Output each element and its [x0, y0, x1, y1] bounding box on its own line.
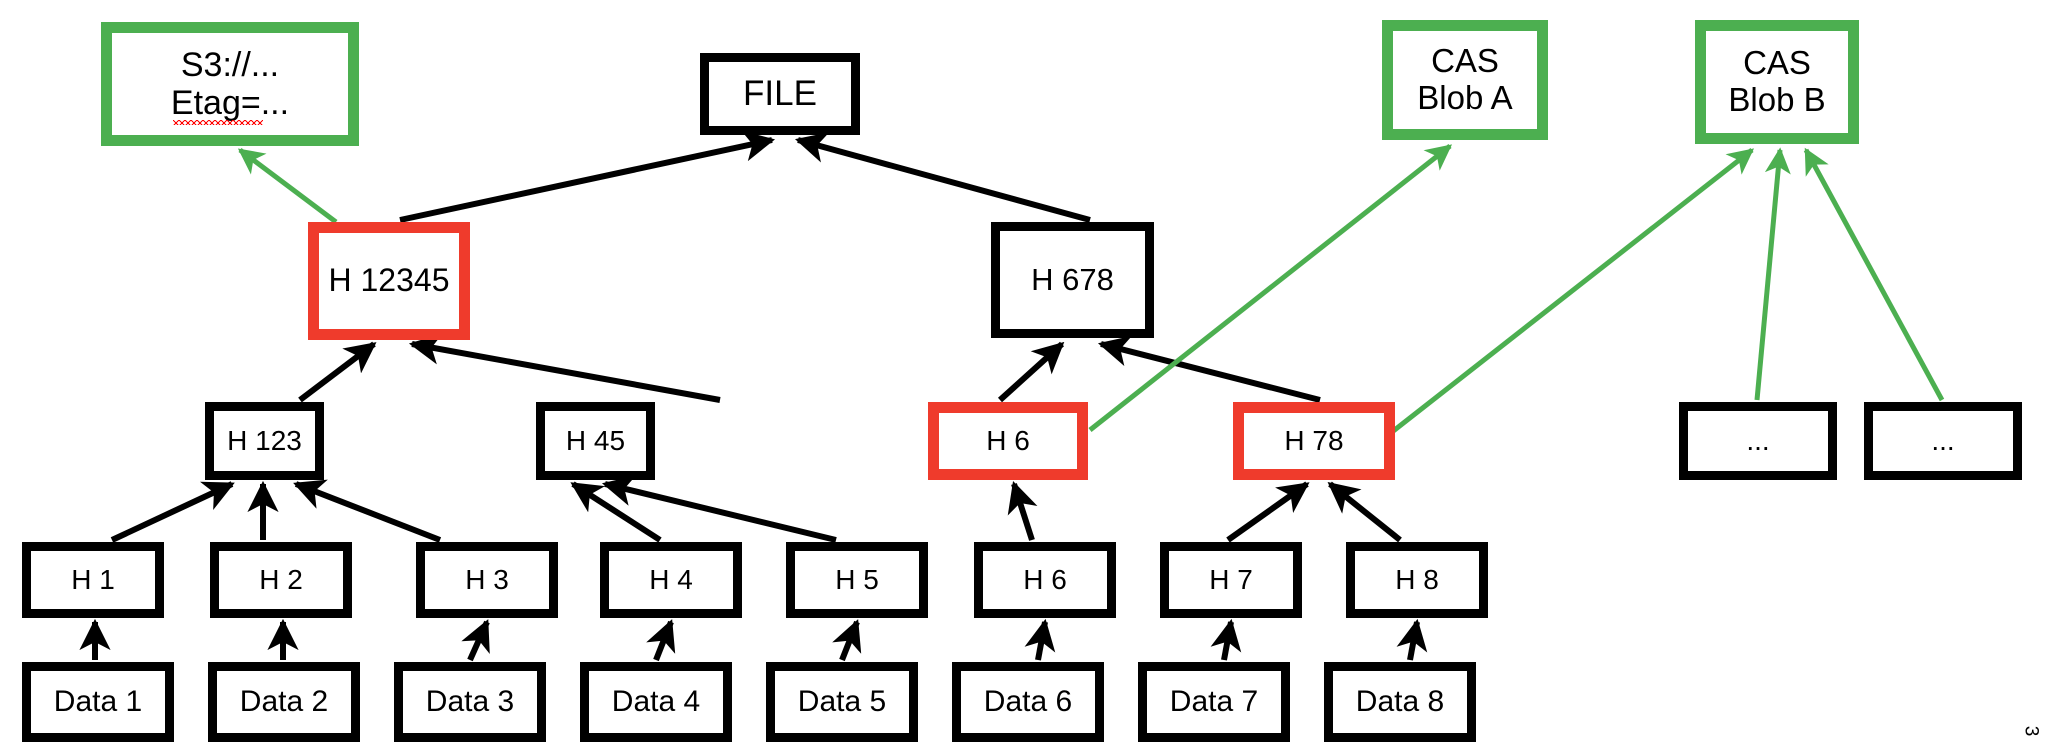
node-label-casb: CAS Blob B	[1728, 44, 1826, 118]
edge-h12345-to-file	[399, 130, 776, 223]
node-h12345[interactable]: H 12345	[308, 222, 470, 340]
node-h123[interactable]: H 123	[205, 402, 324, 480]
node-label-h2: H 2	[259, 564, 303, 596]
edge-data7-to-h7	[1210, 618, 1242, 661]
node-label-h4: H 4	[649, 564, 693, 596]
node-data2[interactable]: Data 2	[208, 662, 360, 742]
edge-h12345-to-s3	[237, 148, 338, 224]
spellcheck-underline: Etag=...	[170, 84, 290, 126]
edge-h45-to-h12345	[408, 333, 721, 403]
edge-data4-to-h4	[646, 619, 676, 662]
node-casb[interactable]: CAS Blob B	[1695, 20, 1859, 144]
node-label-h6mid: H 6	[986, 425, 1030, 457]
node-label-dots1: ...	[1746, 425, 1770, 457]
node-s3[interactable]: S3://...Etag=...	[101, 22, 359, 146]
edge-h3-to-h123	[293, 479, 442, 543]
edge-data3-to-h3	[461, 619, 490, 662]
node-data3[interactable]: Data 3	[394, 662, 546, 742]
node-label-data7: Data 7	[1169, 685, 1259, 719]
node-label-h3: H 3	[465, 564, 509, 596]
edge-h4-to-h45	[570, 481, 662, 543]
node-label-h8: H 8	[1395, 564, 1439, 596]
node-label-h5: H 5	[835, 564, 879, 596]
node-label-h45: H 45	[565, 425, 626, 457]
node-h3[interactable]: H 3	[416, 542, 558, 618]
node-label-data5: Data 5	[797, 685, 887, 719]
edge-data5-to-h5	[832, 619, 862, 662]
node-label-data2: Data 2	[239, 685, 329, 719]
node-casa[interactable]: CAS Blob A	[1382, 20, 1548, 140]
node-h4[interactable]: H 4	[600, 542, 742, 618]
node-data8[interactable]: Data 8	[1324, 662, 1476, 742]
edge-h78-to-casb	[1390, 148, 1755, 434]
edge-dots1-to-casb	[1754, 147, 1791, 401]
node-h5[interactable]: H 5	[786, 542, 928, 618]
node-data4[interactable]: Data 4	[580, 662, 732, 742]
edge-h123-to-h12345	[298, 341, 377, 403]
node-h6mid[interactable]: H 6	[928, 402, 1088, 480]
node-label-h678: H 678	[1031, 261, 1114, 297]
node-data6[interactable]: Data 6	[952, 662, 1104, 742]
node-label-file: FILE	[743, 74, 817, 114]
node-h8[interactable]: H 8	[1346, 542, 1488, 618]
node-label-h123: H 123	[227, 425, 302, 457]
node-label-casa: CAS Blob A	[1417, 42, 1513, 116]
page-number: 3	[2020, 725, 2042, 737]
node-h2[interactable]: H 2	[210, 542, 352, 618]
s3-uri-line: S3://...	[180, 45, 280, 84]
edge-h8-to-h78	[1327, 481, 1402, 543]
node-label-data3: Data 3	[425, 685, 515, 719]
node-h6bot[interactable]: H 6	[974, 542, 1116, 618]
edge-h6mid-to-h678	[997, 341, 1065, 403]
node-label-dots2: ...	[1931, 425, 1955, 457]
edge-h6bot-to-h6mid	[1007, 481, 1038, 541]
edge-h1-to-h123	[110, 481, 235, 543]
node-label-data8: Data 8	[1355, 685, 1445, 719]
node-dots2[interactable]: ...	[1864, 402, 2022, 480]
node-data5[interactable]: Data 5	[766, 662, 918, 742]
edge-data8-to-h8	[1396, 618, 1428, 661]
node-data1[interactable]: Data 1	[22, 662, 174, 742]
node-data7[interactable]: Data 7	[1138, 662, 1290, 742]
node-h78[interactable]: H 78	[1233, 402, 1395, 480]
edge-h78-to-h678	[1097, 335, 1321, 403]
node-h678[interactable]: H 678	[991, 222, 1154, 338]
node-h1[interactable]: H 1	[22, 542, 164, 618]
node-label-h6bot: H 6	[1023, 564, 1067, 596]
node-label-h1: H 1	[71, 564, 115, 596]
edge-data6-to-h6bot	[1024, 618, 1056, 661]
node-file[interactable]: FILE	[700, 53, 860, 135]
edge-h678-to-file	[794, 132, 1091, 223]
node-label-h7: H 7	[1209, 564, 1253, 596]
edge-dots2-to-casb	[1803, 147, 1945, 402]
node-h7[interactable]: H 7	[1160, 542, 1302, 618]
edge-h7-to-h78	[1226, 481, 1310, 543]
node-label-data1: Data 1	[53, 685, 143, 719]
node-dots1[interactable]: ...	[1679, 402, 1837, 480]
node-label-data6: Data 6	[983, 685, 1073, 719]
node-label-h12345: H 12345	[328, 262, 450, 299]
node-h45[interactable]: H 45	[536, 402, 655, 480]
edge-h5-to-h45	[601, 475, 837, 543]
node-label-data4: Data 4	[611, 685, 701, 719]
node-label-s3: S3://...Etag=...	[170, 45, 290, 126]
node-label-h78: H 78	[1284, 425, 1344, 457]
